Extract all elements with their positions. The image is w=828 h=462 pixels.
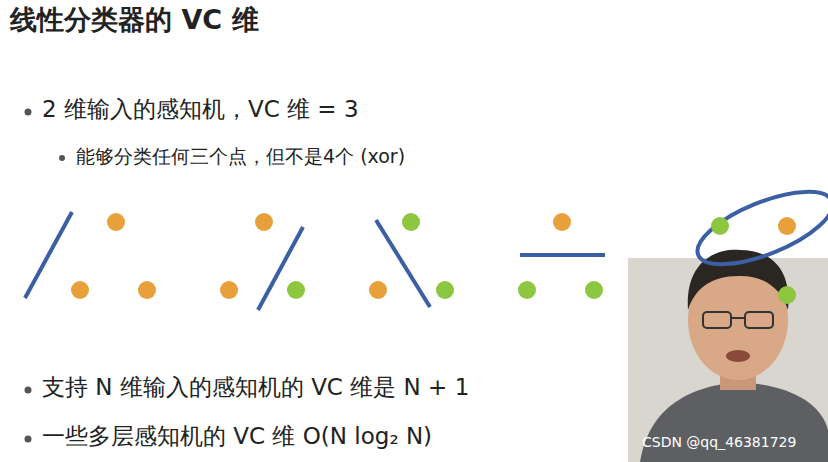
sub-bullet-text: 能够分类任何三个点，但不是4个 (xor)	[76, 145, 405, 168]
shatter-panel	[689, 177, 828, 304]
bullet-text: 支持 N 维输入的感知机的 VC 维是 N + 1	[42, 374, 469, 402]
shatter-panel	[518, 213, 605, 299]
bullet-text: 一些多层感知机的 VC 维 O(N log₂ N)	[42, 423, 432, 451]
shatter-panel	[220, 213, 305, 310]
bullet-text: 2 维输入的感知机，VC 维 = 3	[42, 96, 359, 124]
shatter-panel	[369, 213, 454, 307]
watermark: CSDN @qq_46381729	[642, 434, 796, 451]
slide-title: 线性分类器的 VC 维	[10, 4, 259, 36]
presenter-photo	[628, 250, 828, 462]
shatter-panel	[25, 212, 156, 299]
